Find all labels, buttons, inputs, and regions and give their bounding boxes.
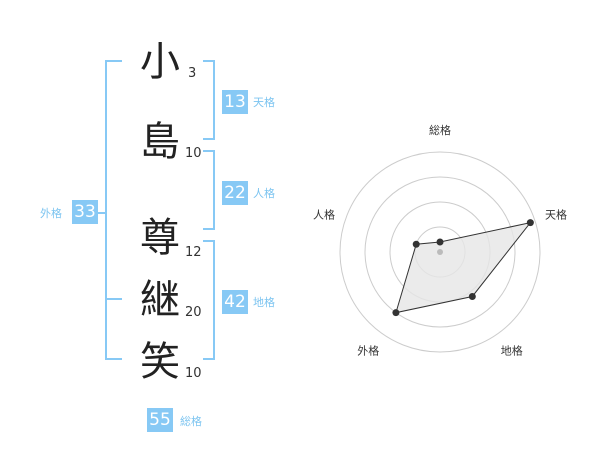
tenkaku-bracket-bottom	[203, 138, 215, 140]
stroke-count-4: 20	[185, 305, 202, 320]
chikaku-bracket-line	[213, 240, 215, 360]
soukaku-label: 総格	[180, 415, 202, 428]
name-char-1: 小	[140, 39, 180, 85]
soukaku-value: 55	[147, 408, 173, 432]
chikaku-bracket-bottom	[203, 358, 215, 360]
stroke-count-2: 10	[185, 146, 202, 161]
name-char-4: 継	[140, 277, 180, 323]
name-char-3: 尊	[140, 215, 180, 261]
radar-axis-label-1: 総格	[429, 123, 451, 137]
gaikaku-bracket-top	[105, 60, 122, 62]
stroke-count-3: 12	[185, 245, 202, 260]
tenkaku-bracket-top	[203, 60, 215, 62]
radar-axis-label-4: 外格	[357, 344, 379, 358]
stroke-count-1: 3	[188, 66, 197, 81]
gaikaku-bracket-mid	[105, 298, 122, 300]
jinkaku-value: 22	[222, 181, 248, 205]
radar-ring-3	[364, 176, 516, 328]
chikaku-label: 地格	[253, 296, 275, 309]
radar-axis-label-3: 地格	[501, 344, 523, 358]
radar-point-3	[468, 292, 476, 300]
gaikaku-label: 外格	[40, 207, 62, 220]
radar-axis-label-5: 人格	[313, 207, 335, 221]
radar-ring-4	[339, 151, 541, 353]
radar-point-4	[392, 309, 400, 317]
jinkaku-bracket-top	[203, 150, 215, 152]
radar-center	[437, 249, 443, 255]
gaikaku-bracket-bottom	[105, 358, 122, 360]
jinkaku-bracket-bottom	[203, 228, 215, 230]
tenkaku-value: 13	[222, 90, 248, 114]
tenkaku-bracket-line	[213, 60, 215, 140]
jinkaku-bracket-line	[213, 150, 215, 230]
gaikaku-bracket-line	[105, 60, 107, 360]
chikaku-bracket-top	[203, 240, 215, 242]
radar-point-1	[436, 238, 444, 246]
radar-axis-label-2: 天格	[545, 207, 567, 221]
stroke-count-5: 10	[185, 366, 202, 381]
name-char-2: 島	[140, 119, 180, 165]
gaikaku-value: 33	[72, 200, 98, 224]
radar-area	[395, 221, 532, 314]
jinkaku-label: 人格	[253, 187, 275, 200]
radar-point-2	[526, 219, 534, 227]
tenkaku-label: 天格	[253, 96, 275, 109]
radar-point-5	[412, 240, 420, 248]
name-char-5: 笑	[140, 339, 180, 385]
gaikaku-bracket-tick	[97, 212, 105, 214]
chikaku-value: 42	[222, 290, 248, 314]
